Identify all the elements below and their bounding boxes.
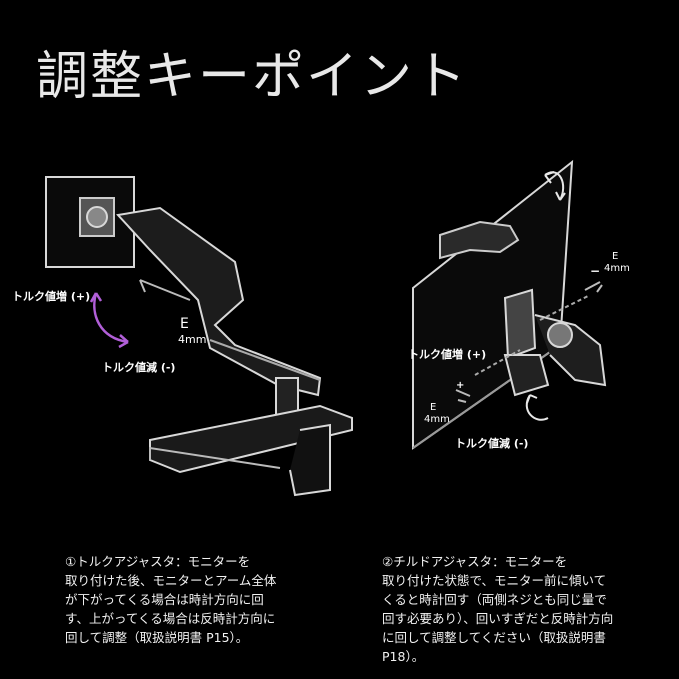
description-left: ①トルクアジャスタ：モニターを 取り付けた後、モニターとアーム全体 が下がってく… bbox=[65, 552, 350, 647]
key-letter-left: E bbox=[180, 316, 189, 332]
plus-mark: + bbox=[456, 380, 465, 391]
desc-left-line: 回して調整（取扱説明書 P15）。 bbox=[65, 630, 249, 645]
key-size-right-top: 4mm bbox=[604, 263, 630, 274]
desc-right-line: ②チルドアジャスタ：モニターを bbox=[382, 554, 568, 569]
key-size-right-bottom: 4mm bbox=[424, 414, 450, 425]
torque-arrow-icon bbox=[89, 292, 129, 349]
torque-decrease-label-left: トルク値減 (-) bbox=[102, 361, 176, 374]
desc-right-line: くると時計回す（両側ネジとも同じ量で bbox=[382, 592, 607, 607]
desc-right-line: 回す必要あり）、回いすぎだと反時計方向 bbox=[382, 611, 614, 626]
desc-right-line: に回して調整してください（取扱説明書 bbox=[382, 630, 606, 645]
left-monitor-arm-illustration bbox=[45, 176, 353, 497]
page-title: 調整キーポイント bbox=[36, 47, 469, 107]
tilt-arrow-icon bbox=[525, 171, 566, 421]
desc-left-line: ①トルクアジャスタ：モニターを bbox=[65, 554, 251, 569]
description-right: ②チルドアジャスタ：モニターを 取り付けた状態で、モニター前に傾いて くると時計… bbox=[382, 552, 667, 666]
desc-left-line: が下がってくる場合は時計方向に回 bbox=[65, 592, 264, 607]
torque-increase-label-left: トルク値増 (+) bbox=[12, 290, 91, 303]
right-tilt-illustration bbox=[412, 159, 607, 450]
minus-mark: − bbox=[590, 264, 601, 278]
desc-left-line: 取り付けた後、モニターとアーム全体 bbox=[65, 573, 277, 588]
desc-right-line: 取り付けた状態で、モニター前に傾いて bbox=[382, 573, 607, 588]
key-letter-right-bottom: E bbox=[430, 402, 437, 413]
desc-left-line: す、上がってくる場合は反時計方向に bbox=[65, 611, 276, 626]
torque-increase-label-right: トルク値増 (+) bbox=[408, 348, 487, 361]
torque-decrease-label-right: トルク値減 (-) bbox=[455, 437, 529, 450]
desc-right-line: P18）。 bbox=[382, 649, 425, 664]
key-size-left: 4mm bbox=[178, 333, 207, 346]
key-letter-right-top: E bbox=[612, 251, 619, 262]
